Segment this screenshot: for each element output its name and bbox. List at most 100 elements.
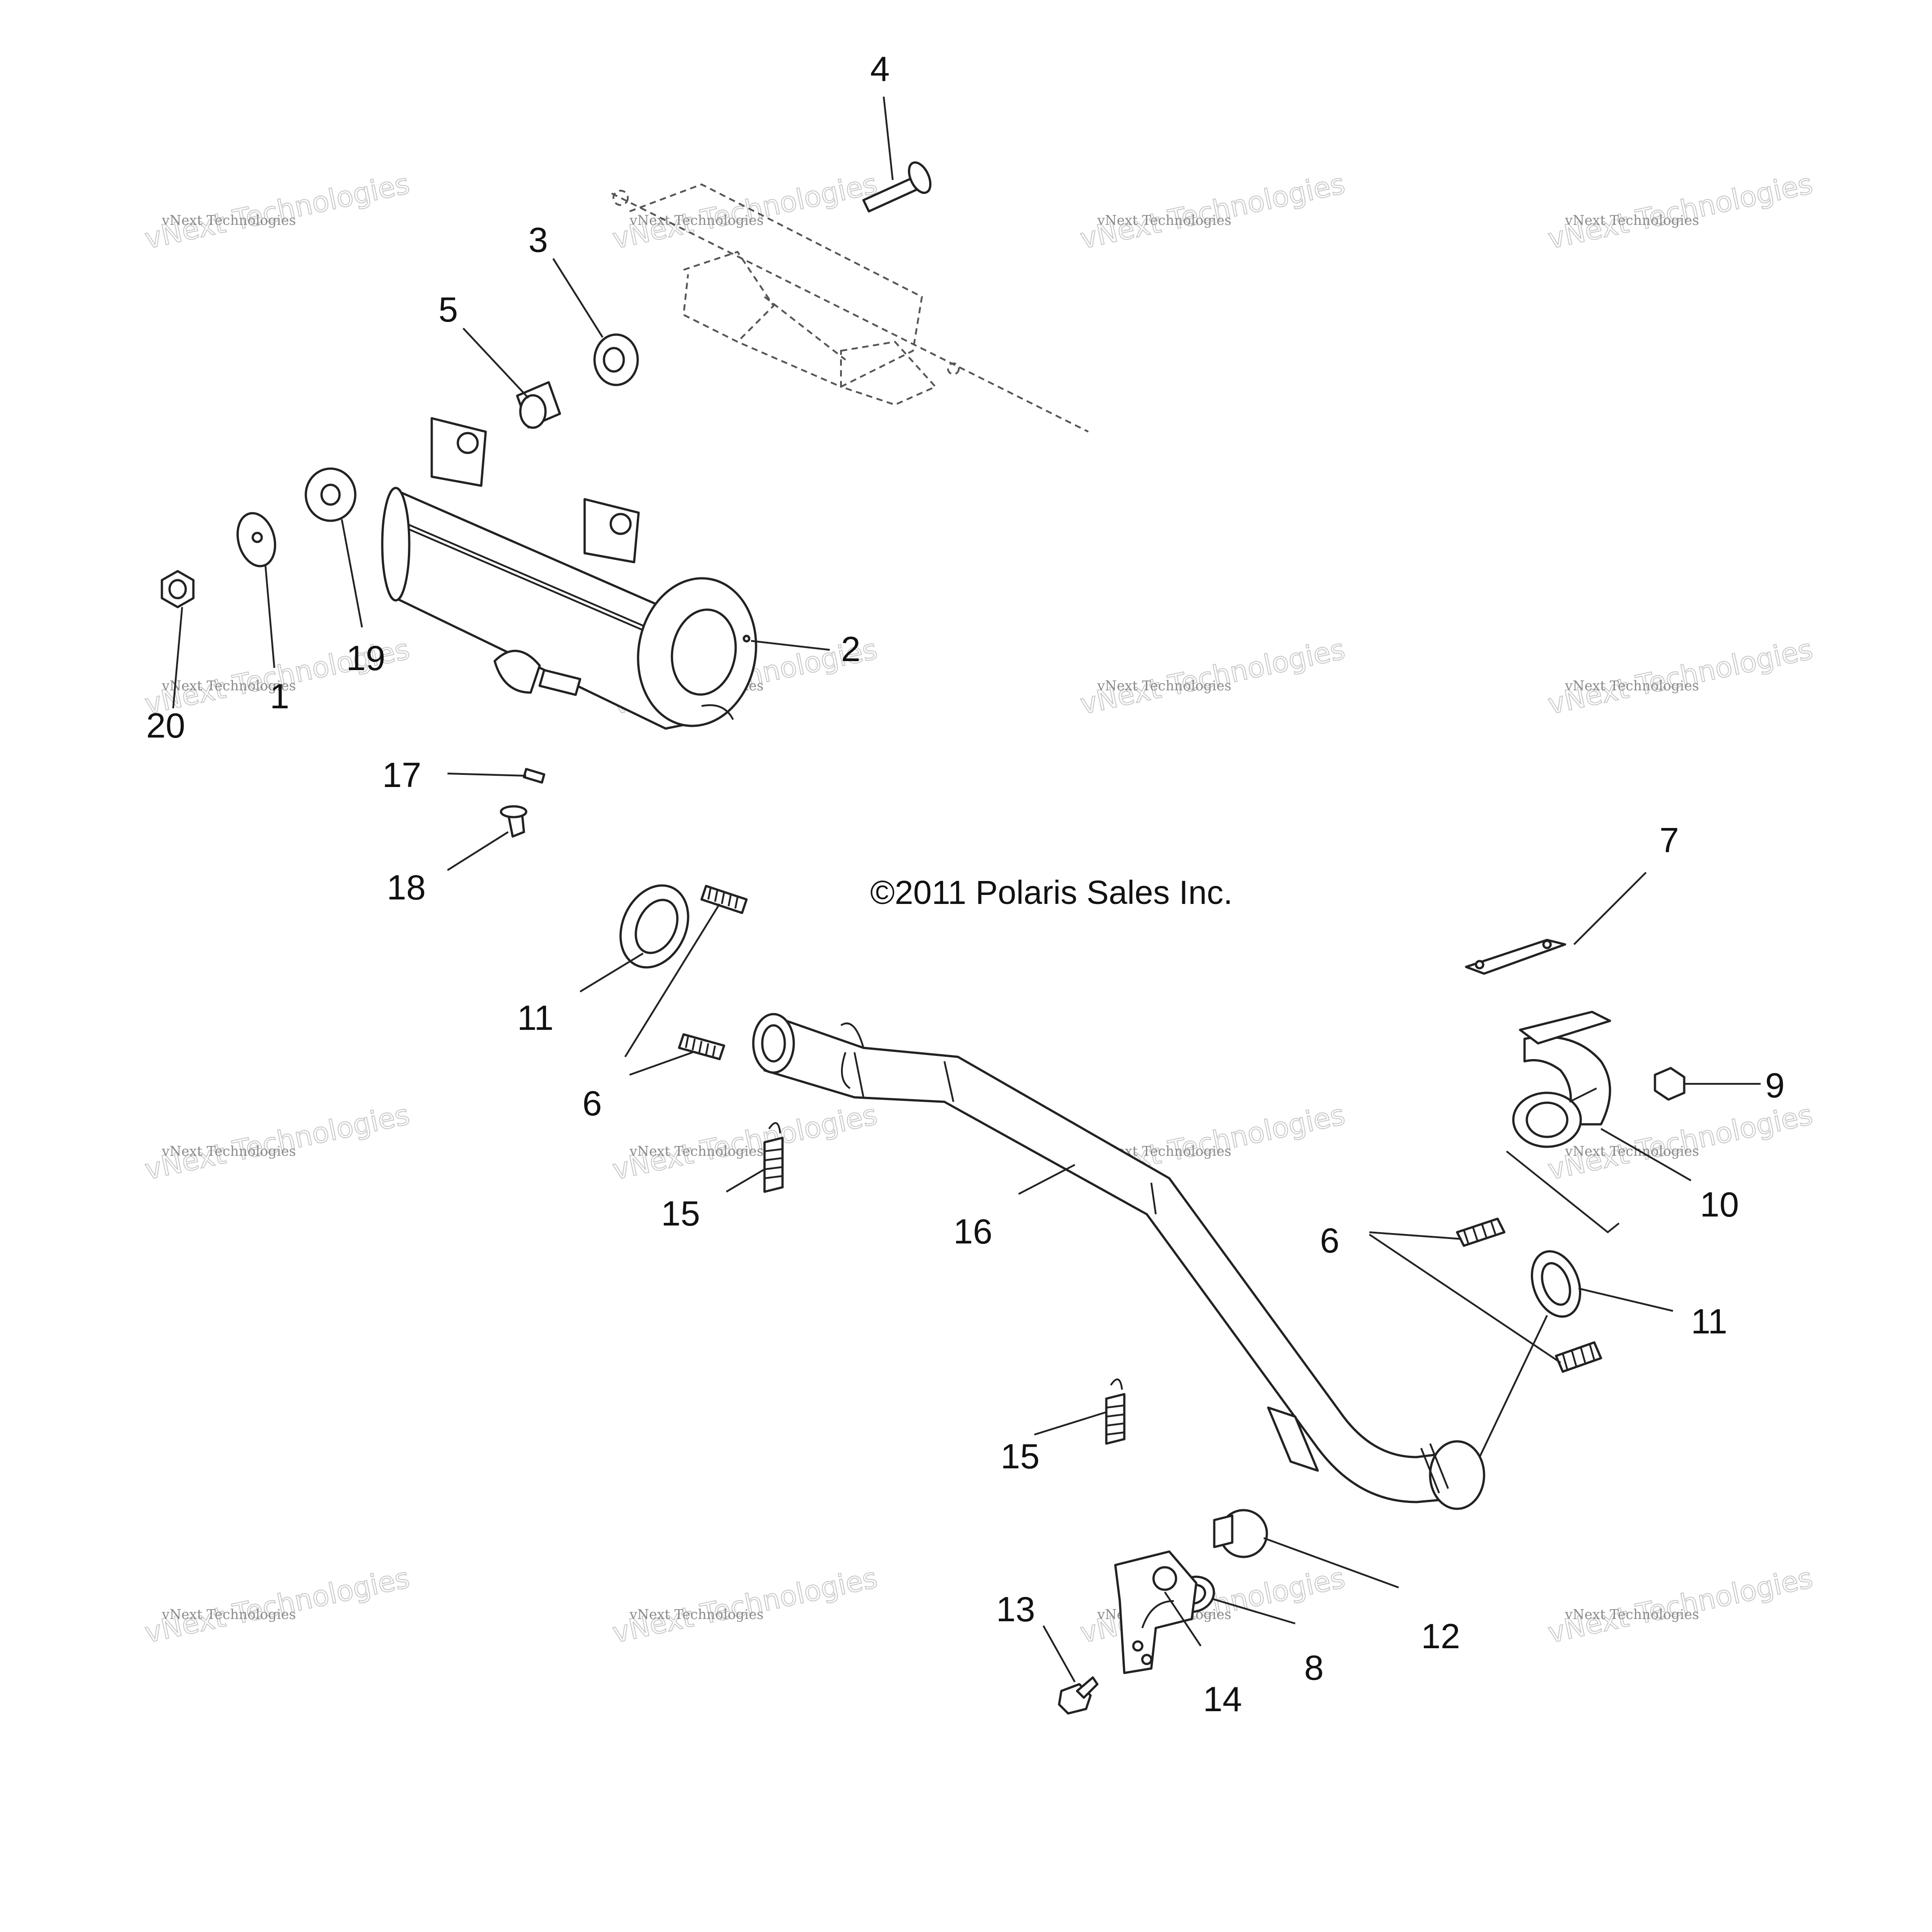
watermark: vNext Technologies vNext Technologies — [142, 1561, 413, 1650]
watermark-small-text: vNext Technologies — [161, 678, 296, 694]
grommet-3 — [593, 333, 639, 386]
callout-18: 18 — [387, 868, 426, 907]
head-pipe-10 — [1512, 1011, 1611, 1148]
callout-2: 2 — [841, 629, 860, 669]
leader-11-lower — [1578, 1288, 1673, 1312]
watermark-big-text: vNext Technologies — [1078, 633, 1348, 721]
watermark: vNext Technologies vNext Technologies — [1077, 167, 1348, 256]
callout-3: 3 — [528, 220, 548, 259]
watermark-small-text: vNext Technologies — [629, 213, 764, 228]
watermark: vNext Technologies vNext Technologies — [142, 167, 413, 256]
spring-6-lower-a — [1456, 1217, 1506, 1247]
watermark: vNext Technologies vNext Technologies — [1545, 167, 1816, 256]
callout-1: 1 — [270, 676, 289, 716]
callout-7: 7 — [1659, 820, 1679, 860]
leader-3 — [552, 258, 604, 338]
nut-9 — [1654, 1067, 1686, 1101]
watermark-small-text: vNext Technologies — [161, 1144, 296, 1159]
leader-11-lower-to-pipe — [1479, 1315, 1548, 1458]
watermark-big-text: vNext Technologies — [1078, 167, 1348, 255]
callout-12: 12 — [1421, 1616, 1460, 1656]
watermark: vNext Technologies vNext Technologies — [609, 1098, 881, 1187]
leader-14 — [1164, 1591, 1202, 1647]
watermark-small-text: vNext Technologies — [1565, 213, 1699, 228]
leader-6-lower-a — [1369, 1231, 1462, 1240]
leader-11-upper — [579, 953, 644, 993]
leader-5 — [462, 327, 529, 399]
frame-reference — [611, 183, 1089, 433]
watermark-small-text: vNext Technologies — [629, 1144, 764, 1159]
callout-5: 5 — [438, 290, 458, 329]
callout-11-lower: 11 — [1691, 1301, 1727, 1341]
watermark-big-text: vNext Technologies — [142, 1098, 412, 1186]
callout-9: 9 — [1765, 1065, 1784, 1105]
copyright-text: ©2011 Polaris Sales Inc. — [870, 874, 1233, 911]
watermark-big-text: vNext Technologies — [1545, 167, 1816, 255]
watermark: vNext Technologies vNext Technologies — [1545, 1561, 1816, 1650]
spring-15-lower — [1105, 1378, 1126, 1445]
leader-8 — [1212, 1598, 1296, 1624]
callout-11-upper: 11 — [517, 998, 554, 1038]
callout-6-lower: 6 — [1320, 1221, 1339, 1260]
watermark-small-text: vNext Technologies — [1097, 213, 1231, 228]
leader-13 — [1042, 1625, 1076, 1682]
watermark: vNext Technologies vNext Technologies — [609, 167, 881, 256]
leader-6-upper-a — [624, 903, 720, 1058]
bolt-4 — [862, 161, 932, 213]
nut-20 — [161, 570, 195, 608]
watermark-big-text: vNext Technologies — [610, 167, 880, 255]
callout-8: 8 — [1304, 1648, 1324, 1687]
leader-10 — [1601, 1128, 1691, 1181]
bushing-18 — [500, 805, 528, 838]
grommet-19 — [304, 467, 357, 522]
leader-12 — [1263, 1537, 1399, 1588]
watermark-big-text: vNext Technologies — [142, 1561, 412, 1650]
leader-7 — [1573, 872, 1647, 945]
watermark-big-text: vNext Technologies — [142, 167, 412, 255]
gasket-ring-11-lower — [1530, 1250, 1582, 1318]
callout-14: 14 — [1203, 1679, 1242, 1719]
leader-6-lower-b — [1368, 1234, 1561, 1364]
callout-labels: 4 3 5 2 19 1 20 17 18 11 6 15 16 15 7 9 … — [146, 49, 1784, 1719]
callout-17: 17 — [382, 755, 421, 795]
bracket-14 — [1114, 1550, 1198, 1674]
leader-15-lower — [1034, 1411, 1107, 1436]
watermark-small-text: vNext Technologies — [161, 213, 296, 228]
leader-10-bracket — [1506, 1150, 1620, 1234]
callout-20: 20 — [146, 706, 185, 745]
leader-18 — [447, 831, 509, 871]
watermark-small-text: vNext Technologies — [1097, 678, 1231, 694]
watermark-big-text: vNext Technologies — [1545, 633, 1816, 721]
spring-6-lower-b — [1555, 1341, 1602, 1373]
gasket-ring-11-upper — [619, 884, 689, 969]
callout-10: 10 — [1700, 1185, 1739, 1224]
watermark: vNext Technologies vNext Technologies — [609, 1561, 881, 1650]
leader-2 — [751, 640, 830, 651]
watermark-small-text: vNext Technologies — [629, 1607, 764, 1623]
leader-lines — [172, 96, 1761, 1682]
watermark: vNext Technologies vNext Technologies — [142, 1098, 413, 1187]
watermark-small-text: vNext Technologies — [1565, 1607, 1699, 1623]
watermark-big-text: vNext Technologies — [1545, 1561, 1816, 1650]
watermark-small-text: vNext Technologies — [1565, 678, 1699, 694]
watermark: vNext Technologies vNext Technologies — [1545, 632, 1816, 721]
gasket-7 — [1465, 939, 1566, 975]
leader-16 — [1018, 1164, 1075, 1195]
callout-6-upper: 6 — [582, 1083, 602, 1123]
callout-16: 16 — [953, 1212, 993, 1251]
plug-12 — [1213, 1509, 1268, 1558]
pin-17 — [523, 768, 546, 784]
bolt-13 — [1058, 1676, 1099, 1715]
callout-4: 4 — [870, 49, 890, 89]
spring-6-upper-a — [700, 885, 748, 914]
leader-19 — [341, 519, 363, 628]
muffler-2 — [381, 417, 757, 730]
callout-13: 13 — [996, 1589, 1035, 1629]
callout-15-left: 15 — [661, 1194, 700, 1233]
leader-15-left — [725, 1168, 765, 1193]
leader-1 — [264, 564, 275, 668]
leader-6-upper-b — [629, 1051, 693, 1076]
leader-4 — [883, 96, 894, 180]
spring-15-left — [763, 1122, 784, 1193]
